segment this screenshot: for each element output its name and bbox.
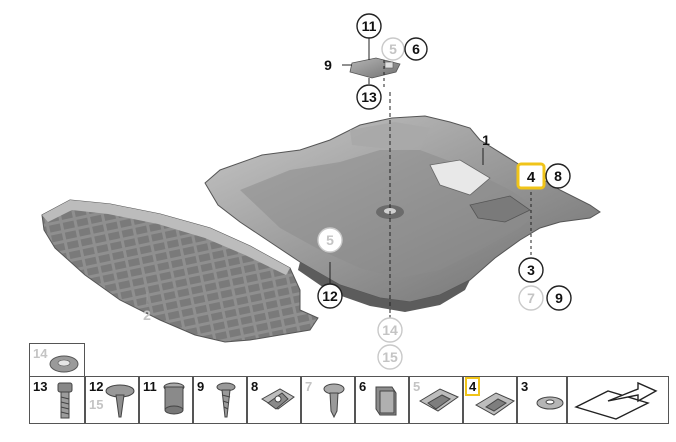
svg-text:8: 8 xyxy=(554,168,562,184)
svg-text:15: 15 xyxy=(382,349,398,365)
svg-text:9: 9 xyxy=(324,57,332,73)
svg-text:7: 7 xyxy=(527,290,535,306)
washer-icon xyxy=(536,396,564,410)
callout-9-top[interactable]: 9 xyxy=(324,57,332,73)
callout-13[interactable]: 13 xyxy=(356,84,382,110)
leader-lines xyxy=(146,38,532,322)
part-number: 12 xyxy=(89,379,104,394)
part-number: 6 xyxy=(359,379,367,394)
svg-text:4: 4 xyxy=(527,169,536,186)
grommet-icon xyxy=(163,382,185,415)
part-number-14: 14 xyxy=(33,346,48,361)
svg-text:14: 14 xyxy=(382,322,398,338)
callout-9-bottom[interactable]: 9 xyxy=(546,285,572,311)
callout-6[interactable]: 6 xyxy=(404,37,428,61)
svg-text:1: 1 xyxy=(482,132,490,148)
screw-icon xyxy=(216,382,236,418)
clip-nut-icon xyxy=(261,388,295,410)
callout-5-mid[interactable]: 5 xyxy=(317,227,343,253)
svg-text:2: 2 xyxy=(143,307,151,323)
svg-text:5: 5 xyxy=(326,232,334,248)
part-number: 11 xyxy=(143,379,157,394)
part-number-secondary: 15 xyxy=(89,397,104,412)
callout-11[interactable]: 11 xyxy=(356,13,382,39)
part-cell-13[interactable]: 13 xyxy=(29,376,85,424)
callout-15[interactable]: 15 xyxy=(377,344,403,370)
callout-5-top[interactable]: 5 xyxy=(381,37,405,61)
part-cell-11[interactable]: 11 xyxy=(139,376,193,424)
push-rivet-icon xyxy=(323,383,345,419)
part-number: 4 xyxy=(464,377,481,396)
callout-4-highlighted[interactable]: 4 xyxy=(516,162,546,190)
part-number: 9 xyxy=(197,379,205,394)
part-number: 3 xyxy=(521,379,529,394)
part-cell-6[interactable]: 6 xyxy=(355,376,409,424)
part-cell-14[interactable]: 14 xyxy=(29,343,85,377)
cage-nut-icon xyxy=(375,386,397,416)
part-cell-9[interactable]: 9 xyxy=(193,376,247,424)
front-panel-part xyxy=(41,199,319,343)
svg-text:5: 5 xyxy=(389,41,397,57)
callout-12[interactable]: 12 xyxy=(317,283,343,309)
svg-text:11: 11 xyxy=(362,18,377,34)
expanding-nut-icon xyxy=(49,355,79,373)
callout-14[interactable]: 14 xyxy=(377,317,403,343)
part-cell-7[interactable]: 7 xyxy=(301,376,355,424)
part-number: 13 xyxy=(33,379,48,394)
speed-nut-icon xyxy=(475,392,516,416)
svg-text:3: 3 xyxy=(527,262,535,278)
part-cell-sheet[interactable] xyxy=(567,376,669,424)
bolt-icon xyxy=(57,382,73,419)
arrow-sheet-icon xyxy=(574,381,658,420)
part-number: 7 xyxy=(305,379,313,394)
part-cell-12[interactable]: 12 15 xyxy=(85,376,139,424)
svg-text:13: 13 xyxy=(361,89,377,105)
parts-strip: 13 12 15 11 9 8 xyxy=(29,376,669,426)
spring-nut-icon xyxy=(419,388,460,412)
callout-2[interactable]: 2 xyxy=(143,307,151,323)
rivet-icon xyxy=(105,384,135,418)
part-cell-5[interactable]: 5 xyxy=(409,376,463,424)
part-cell-8[interactable]: 8 xyxy=(247,376,301,424)
svg-text:12: 12 xyxy=(322,288,338,304)
callout-3[interactable]: 3 xyxy=(518,257,544,283)
part-cell-3[interactable]: 3 xyxy=(517,376,567,424)
part-cell-4-highlighted[interactable]: 4 xyxy=(463,376,517,424)
svg-text:6: 6 xyxy=(412,41,420,57)
callout-8[interactable]: 8 xyxy=(545,163,571,189)
part-number: 8 xyxy=(251,379,259,394)
callout-1[interactable]: 1 xyxy=(482,132,490,148)
clip-plate-part xyxy=(349,57,401,79)
callout-7[interactable]: 7 xyxy=(518,285,544,311)
part-number: 5 xyxy=(413,379,421,394)
svg-text:9: 9 xyxy=(555,290,563,306)
